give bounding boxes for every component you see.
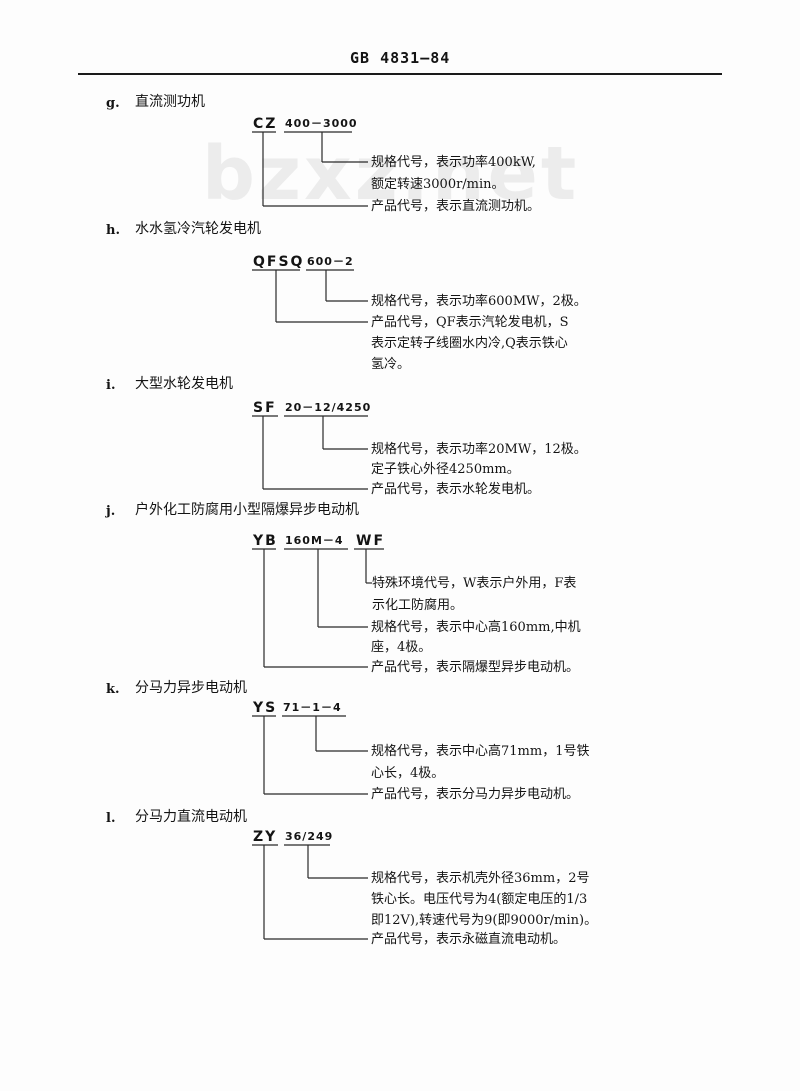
product-code: YS — [253, 700, 278, 716]
product-note-line: 氢冷。 — [371, 357, 411, 372]
product-note-line: 表示定转子线圈水内冷,Q表示铁心 — [371, 336, 568, 351]
header-rule — [78, 73, 722, 75]
spec-note-line: 心长，4极。 — [371, 766, 445, 781]
product-note-line: 产品代号，表示隔爆型异步电动机。 — [371, 660, 580, 675]
product-code: QFSQ — [253, 254, 305, 270]
item-name: 户外化工防腐用小型隔爆异步电动机 — [135, 502, 359, 518]
item-name: 直流测功机 — [135, 94, 205, 110]
item-name: 分马力直流电动机 — [135, 809, 247, 825]
product-code: SF — [253, 400, 277, 416]
product-code: YB — [253, 533, 278, 549]
spec-code: 36/249 — [285, 830, 334, 843]
spec-code: 400－3000 — [285, 117, 358, 130]
env-note-line: 特殊环境代号，W表示户外用，F表 — [372, 576, 577, 591]
watermark: bzxz.net — [202, 131, 580, 217]
spec-code: 20－12/4250 — [285, 401, 372, 414]
spec-note-line: 座，4极。 — [371, 640, 432, 655]
spec-note-line: 即12V),转速代号为9(即9000r/min)。 — [371, 913, 598, 928]
item-name: 分马力异步电动机 — [135, 680, 247, 696]
product-note-line: 产品代号，表示永磁直流电动机。 — [371, 932, 567, 947]
env-note-line: 示化工防腐用。 — [372, 598, 464, 613]
item-letter: i. — [106, 378, 116, 393]
item-name: 大型水轮发电机 — [135, 376, 233, 392]
item-name: 水水氢冷汽轮发电机 — [135, 221, 261, 237]
product-note-line: 产品代号，QF表示汽轮发电机，S — [371, 315, 569, 330]
item-letter: g. — [106, 96, 120, 111]
spec-note-line: 规格代号，表示功率600MW，2极。 — [371, 294, 587, 309]
spec-code: 71－1－4 — [283, 701, 342, 714]
spec-note-line: 规格代号，表示功率400kW, — [371, 155, 536, 170]
product-note-line: 产品代号，表示直流测功机。 — [371, 199, 541, 214]
spec-note-line: 规格代号，表示机壳外径36mm，2号 — [371, 871, 590, 886]
spec-note-line: 规格代号，表示中心高71mm，1号铁 — [371, 744, 590, 759]
spec-note-line: 额定转速3000r/min。 — [371, 177, 505, 192]
product-code: ZY — [253, 829, 278, 845]
item-letter: j. — [106, 504, 116, 519]
spec-note-line: 规格代号，表示功率20MW，12极。 — [371, 442, 587, 457]
spec-code: 160M－4 — [285, 534, 344, 547]
product-note-line: 产品代号，表示分马力异步电动机。 — [371, 787, 580, 802]
spec-note-line: 定子铁心外径4250mm。 — [371, 462, 520, 477]
item-letter: h. — [106, 223, 120, 238]
spec-code: 600－2 — [307, 255, 354, 268]
product-note-line: 产品代号，表示水轮发电机。 — [371, 482, 541, 497]
item-letter: l. — [106, 811, 116, 826]
product-code: CZ — [253, 116, 278, 132]
environment-code: WF — [356, 533, 386, 549]
item-letter: k. — [106, 682, 120, 697]
standard-code-header: GB 4831—84 — [350, 49, 451, 67]
spec-note-line: 铁心长。电压代号为4(额定电压的1/3 — [371, 892, 588, 907]
spec-note-line: 规格代号，表示中心高160mm,中机 — [371, 620, 581, 635]
